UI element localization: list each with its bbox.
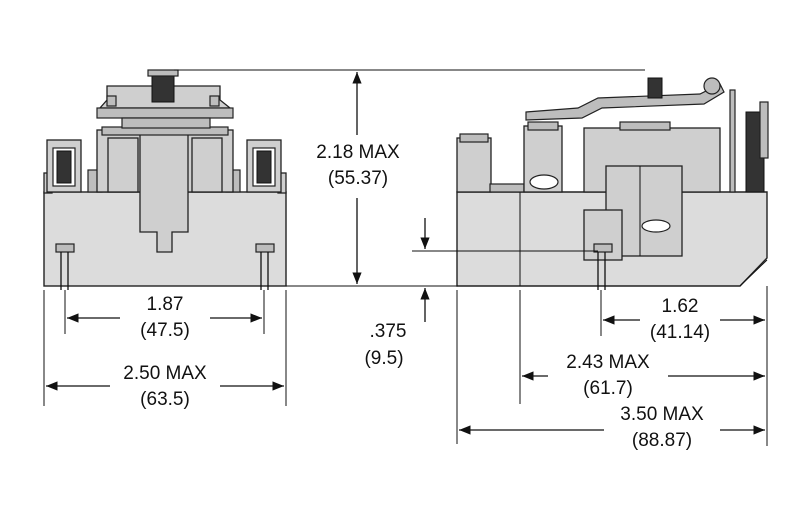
front-pin-spacing-dimension: 1.87 (47.5) [64, 290, 265, 341]
side-overall-label: 3.50 MAX [620, 404, 704, 425]
side-body-label: 2.43 MAX [566, 352, 650, 373]
pin-length-label: .375 [370, 321, 407, 342]
side-overall-dimension: 3.50 MAX (88.87) [456, 290, 765, 451]
pin-length-metric: (9.5) [364, 348, 403, 369]
side-overall-metric: (88.87) [632, 430, 692, 451]
front-width-label: 2.50 MAX [123, 363, 207, 384]
front-pins [55, 243, 275, 290]
side-terminal-block [456, 137, 492, 193]
side-pin-offset-metric: (41.14) [650, 322, 710, 343]
height-dimension-label: 2.18 MAX [316, 142, 400, 163]
pin-length-dimension: .375 (9.5) [364, 218, 598, 369]
front-right-terminal [225, 139, 282, 193]
side-body-dimension: 2.43 MAX (61.7) [519, 290, 765, 404]
front-armature [96, 69, 234, 129]
front-pin-spacing-label: 1.87 [147, 294, 184, 315]
front-pin-spacing-metric: (47.5) [140, 320, 190, 341]
front-left-terminal [46, 139, 103, 193]
height-dimension: 2.18 MAX (55.37) [174, 69, 645, 287]
side-view [456, 77, 769, 290]
side-armature [525, 83, 725, 121]
front-width-dimension: 2.50 MAX (63.5) [43, 290, 287, 410]
front-view [43, 69, 287, 290]
front-center-bracket [96, 126, 234, 253]
front-width-metric: (63.5) [140, 389, 190, 410]
side-body-metric: (61.7) [583, 378, 633, 399]
side-pin-offset-dimension: 1.62 (41.14) [600, 286, 768, 446]
height-dimension-metric: (55.37) [328, 168, 388, 189]
side-pin-offset-label: 1.62 [662, 296, 699, 317]
